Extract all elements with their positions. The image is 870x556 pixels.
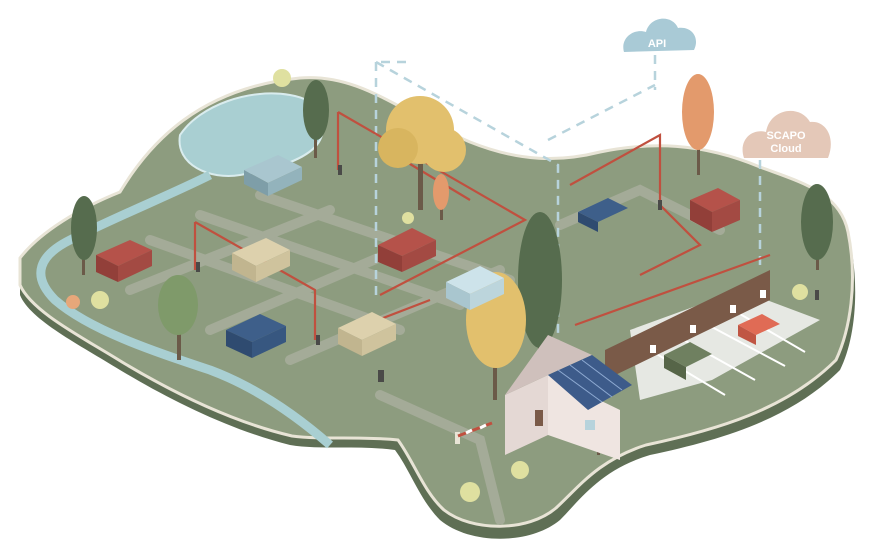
water: [36, 92, 333, 449]
tree-green-round: [158, 275, 198, 360]
api-cloud: API: [623, 18, 697, 52]
tree-right-edge: [801, 184, 833, 270]
car-blue-right: [578, 198, 628, 232]
camper-van-pond: [244, 155, 302, 196]
caravan-lightblue: [446, 266, 504, 310]
orange-bush: [66, 295, 80, 309]
tree-pond: [303, 80, 329, 158]
barrier-gate: [455, 421, 493, 444]
caravan-beige: [232, 238, 290, 282]
tree-orange-tall: [682, 74, 714, 175]
caravan-red-center: [378, 228, 436, 272]
cabin-red-left: [96, 240, 152, 282]
cabins: [96, 155, 780, 380]
car-green-parking: [664, 342, 712, 380]
api-cloud-label: API: [648, 38, 666, 50]
tree-left: [71, 196, 97, 275]
tree-orange-small: [433, 174, 449, 220]
van-red-right: [690, 188, 740, 232]
house-with-solar-panels: [505, 335, 632, 460]
pond: [178, 92, 325, 177]
caravan-blue: [226, 314, 286, 358]
car-red-parking: [738, 314, 780, 345]
bushes: [91, 69, 808, 502]
scapo-cloud-label-line1: SCAPO: [766, 130, 806, 142]
scapo-cloud-shape: [742, 110, 831, 158]
scapo-cloud-label-line2: Cloud: [770, 143, 801, 155]
river: [36, 170, 333, 449]
cabin-beige-front: [338, 312, 396, 356]
api-cloud-shape: [623, 18, 697, 52]
tree-yellow-center: [378, 96, 466, 210]
api-dashed-lines: [374, 55, 762, 400]
tree-tall-center: [518, 212, 562, 350]
charging-posts: [196, 165, 819, 382]
charging-fence: [605, 270, 770, 380]
scapo-cloud: SCAPO Cloud: [742, 110, 831, 158]
